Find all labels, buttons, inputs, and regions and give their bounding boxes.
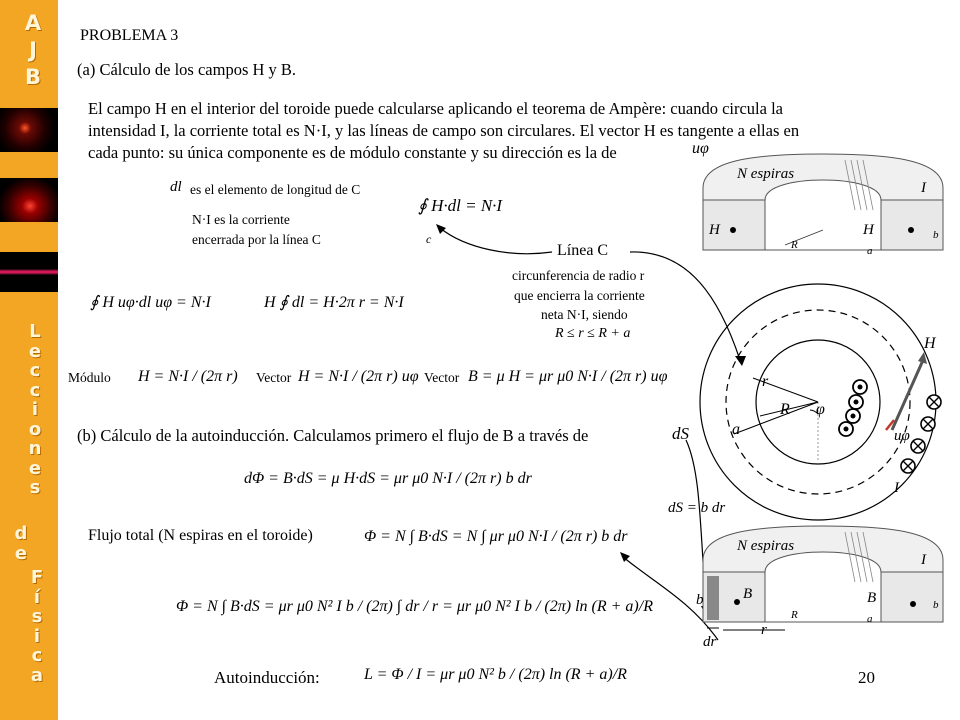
- Phi-total-equation: Φ = N ∫ B·dS = N ∫ μr μ0 N·I / (2π r) b …: [364, 528, 628, 545]
- autoinduccion-label: Autoinducción:: [214, 668, 320, 687]
- current-I-label: I: [893, 480, 900, 496]
- circ-note-2: que encierra la corriente: [514, 288, 645, 303]
- title-letter: i: [31, 399, 39, 420]
- b-label-2: b: [933, 599, 939, 611]
- B-label-right: B: [867, 590, 876, 606]
- n-espiras-label: N espiras: [736, 166, 794, 182]
- circ-note-1: circunferencia de radio r: [512, 268, 645, 283]
- title-letter: c: [29, 360, 41, 381]
- title-letter: í: [33, 586, 41, 608]
- n-espiras-label-2: N espiras: [736, 538, 794, 554]
- vector-label-1: Vector: [256, 370, 292, 385]
- vertical-title-fisica: F í s i c a: [22, 568, 52, 685]
- r-label: r: [762, 373, 769, 390]
- H-vector-label: H: [923, 335, 937, 352]
- R-label-2: R: [790, 609, 798, 621]
- spectrum-thumbnail: [0, 252, 58, 292]
- logo-letter: A: [24, 11, 42, 35]
- dPhi-equation: dΦ = B·dS = μ H·dS = μr μ0 N·I / (2π r) …: [244, 470, 532, 487]
- Phi-result-equation: Φ = N ∫ B·dS = μr μ0 N² I b / (2π) ∫ dr …: [176, 598, 653, 615]
- part-b-heading: (b) Cálculo de la autoinducción. Calcula…: [77, 426, 589, 445]
- title-letter: c: [29, 379, 41, 401]
- phi-label: φ: [816, 401, 825, 418]
- equation-1: ∮ H uφ·dl uφ = N·I: [90, 294, 211, 311]
- a-label-2: a: [867, 613, 873, 625]
- dS-equation: dS = b dr: [668, 500, 726, 516]
- circ-note-3: neta N·I, siendo: [541, 307, 628, 322]
- title-letter: d: [14, 523, 28, 544]
- R-radius-label: R: [779, 401, 790, 418]
- dl-note: es el elemento de longitud de C: [190, 182, 361, 197]
- para-line: cada punto: su única componente es de mó…: [88, 143, 617, 162]
- laser-thumbnail-1: [0, 108, 58, 152]
- H-label-right: H: [862, 222, 875, 238]
- B-vector-equation: B = μ H = μr μ0 N·I / (2π r) uφ: [468, 368, 668, 385]
- logo-letter: B: [24, 65, 41, 89]
- b-label: b: [933, 229, 939, 241]
- para-line: intensidad I, la corriente total es N·I,…: [88, 121, 800, 140]
- laser-thumbnail-2: [0, 178, 58, 222]
- modulo-label: Módulo: [68, 370, 111, 385]
- title-letter: F: [30, 567, 44, 588]
- H-modulus-equation: H = N·I / (2π r): [138, 368, 238, 385]
- logo-letter: J: [29, 38, 37, 62]
- toroid-section-top: N espiras I H H R a b: [702, 153, 944, 257]
- ampere-path-label: c: [426, 232, 432, 246]
- dl-symbol: dl: [170, 179, 182, 195]
- sidebar: A J B L e c c i o n e s d e F í s i c a: [0, 0, 58, 720]
- title-letter: a: [30, 664, 44, 686]
- ni-note-2: encerrada por la línea C: [192, 232, 321, 247]
- r-label-2: r: [761, 622, 767, 638]
- dS-symbol: dS: [672, 424, 689, 443]
- H-vector-equation: H = N·I / (2π r) uφ: [298, 368, 419, 385]
- title-letter: L: [29, 321, 41, 342]
- a-width-label: a: [732, 421, 740, 438]
- current-label: I: [920, 180, 927, 196]
- R-label: R: [790, 239, 798, 251]
- part-a-heading: (a) Cálculo de los campos H y B.: [77, 60, 297, 79]
- ni-note-1: N·I es la corriente: [192, 212, 290, 227]
- title-letter: e: [28, 340, 42, 362]
- toroid-circle-diagram: H r R a φ uφ I: [699, 283, 942, 521]
- flujo-total-label: Flujo total (N espiras en el toroide): [88, 527, 313, 544]
- b-height-label: b: [696, 592, 704, 608]
- a-label: a: [867, 245, 873, 257]
- range-condition: R ≤ r ≤ R + a: [555, 326, 631, 341]
- B-label-left: B: [743, 586, 752, 602]
- title-letter: e: [14, 542, 28, 564]
- title-letter: e: [28, 457, 42, 479]
- dr-label: dr: [703, 634, 717, 650]
- page-number: 20: [858, 668, 875, 687]
- current-label-2: I: [920, 552, 927, 568]
- L-result-equation: L = Φ / I = μr μ0 N² b / (2π) ln (R + a)…: [364, 666, 627, 683]
- para-line: El campo H en el interior del toroide pu…: [88, 99, 783, 118]
- ajb-logo: A J B: [18, 10, 48, 91]
- toroid-section-bottom: N espiras I b B B R a b r dr: [696, 525, 944, 650]
- title-letter: i: [33, 625, 41, 647]
- uphi-symbol: uφ: [692, 140, 709, 157]
- intro-paragraph: El campo H en el interior del toroide pu…: [88, 98, 896, 164]
- title-letter: c: [31, 645, 43, 666]
- title-letter: s: [31, 606, 43, 627]
- problem-title: PROBLEMA 3: [80, 27, 179, 44]
- ampere-equation: ∮ H·dl = N·I: [418, 196, 503, 215]
- title-letter: o: [28, 418, 42, 440]
- title-letter: n: [28, 438, 42, 459]
- vertical-title: L e c c i o n e s: [20, 322, 50, 498]
- vertical-title-de: d e: [6, 524, 36, 563]
- H-label-left: H: [708, 222, 721, 238]
- title-letter: s: [29, 477, 41, 498]
- uphi-label: uφ: [894, 428, 910, 444]
- linea-c-label: Línea C: [557, 242, 609, 259]
- equation-2: H ∮ dl = H·2π r = N·I: [264, 294, 404, 311]
- vector-label-2: Vector: [424, 370, 460, 385]
